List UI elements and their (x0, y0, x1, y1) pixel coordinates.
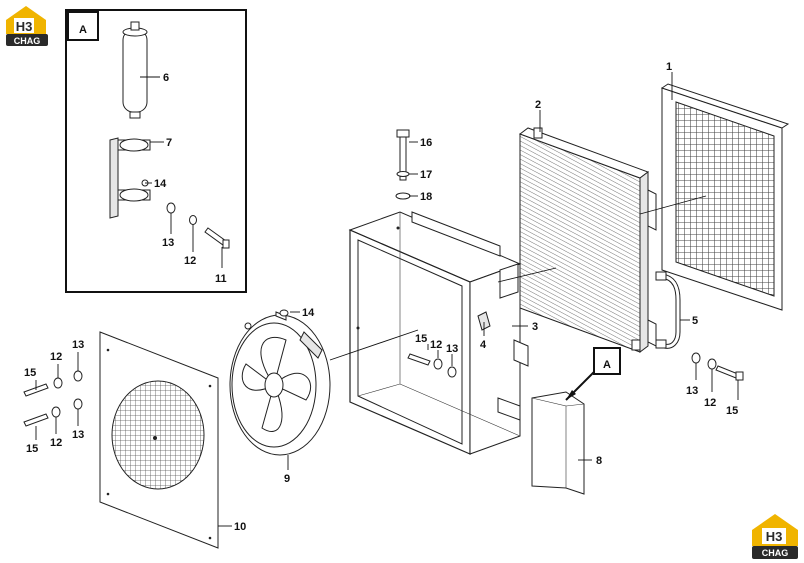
part-5-hose (655, 271, 681, 349)
callout-mid-12: 12 (430, 339, 442, 351)
callout-5: 5 (692, 315, 698, 327)
callout-left-13a: 13 (72, 339, 84, 351)
inset-callout-12: 12 (184, 255, 196, 267)
callout-2: 2 (535, 99, 541, 111)
detail-marker-label: A (603, 359, 611, 371)
logo-top-text-2: H3 (766, 529, 783, 544)
callout-left-12b: 12 (50, 437, 62, 449)
callout-10: 10 (234, 521, 246, 533)
callout-left-15a: 15 (24, 367, 36, 379)
part-9-fan (229, 314, 331, 456)
fasteners-left (23, 370, 83, 427)
part-1-front-screen (660, 83, 790, 311)
part-8-cover (531, 391, 585, 495)
fasteners-mid (275, 309, 457, 378)
brand-logo-bottom: H3 CHAG (752, 514, 798, 559)
callout-16: 16 (420, 137, 432, 149)
inset-callout-6: 6 (163, 72, 169, 84)
inset-callout-14: 14 (154, 178, 167, 190)
detail-marker-a: A (565, 347, 621, 401)
callout-right-13: 13 (686, 385, 698, 397)
logo-bottom-text-2: CHAG (762, 548, 789, 558)
inset-callout-11: 11 (215, 273, 227, 285)
callout-mid-13: 13 (446, 343, 458, 355)
part-2-condenser (518, 127, 657, 353)
callout-9: 9 (284, 473, 290, 485)
brand-logo-top: H3 CHAG (6, 6, 48, 46)
callout-17: 17 (420, 169, 432, 181)
callout-8: 8 (596, 455, 602, 467)
fasteners-right (691, 352, 744, 381)
callout-4: 4 (480, 339, 487, 351)
mounting-bracket (109, 137, 151, 219)
callout-right-15: 15 (726, 405, 738, 417)
inset-callout-7: 7 (166, 137, 172, 149)
logo-bottom-text: CHAG (14, 36, 41, 46)
fasteners-top (395, 129, 411, 200)
inset-label: A (79, 24, 87, 36)
callout-14: 14 (302, 307, 315, 319)
callout-left-12a: 12 (50, 351, 62, 363)
receiver-drier (122, 21, 148, 119)
leader-lines (35, 72, 739, 527)
callout-18: 18 (420, 191, 432, 203)
logo-top-text: H3 (16, 19, 33, 34)
callout-right-12: 12 (704, 397, 716, 409)
part-3-frame (348, 211, 529, 455)
callout-left-15b: 15 (26, 443, 38, 455)
inset-detail-a: A 6 7 14 (65, 9, 247, 293)
inset-callout-13: 13 (162, 237, 174, 249)
callout-labels: 1 2 3 4 5 8 9 10 14 16 17 18 15 12 13 15… (24, 61, 738, 533)
part-4-clip (477, 311, 491, 331)
callout-3: 3 (532, 321, 538, 333)
callout-left-13b: 13 (72, 429, 84, 441)
part-10-fan-guard (99, 331, 219, 549)
inset-fasteners (166, 202, 230, 249)
callout-mid-15: 15 (415, 333, 427, 345)
callout-1: 1 (666, 61, 672, 73)
